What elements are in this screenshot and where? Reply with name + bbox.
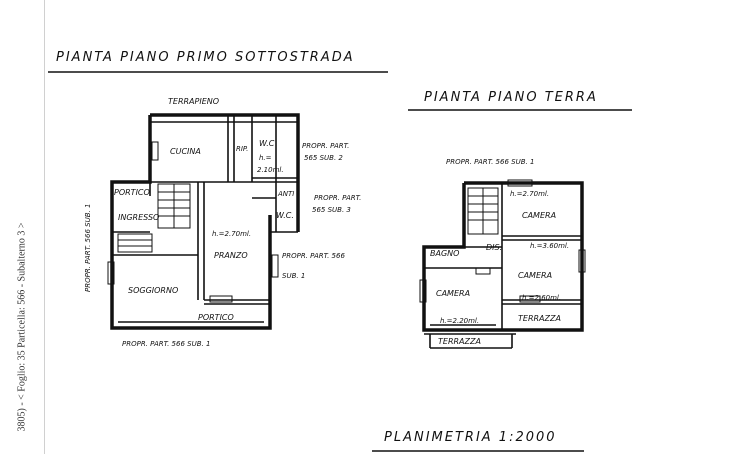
label-camera-right: CAMERA xyxy=(518,271,552,280)
label-wc-height: h.= xyxy=(259,154,272,162)
label-propr-top: PROPR. PART. 566 SUB. 1 xyxy=(446,158,534,166)
ground-plan-title: PIANTA PIANO TERRA xyxy=(424,90,598,105)
label-propr-left: PROPR. PART. 566 SUB. 1 xyxy=(84,204,92,292)
label-propr-right-1b: 565 SUB. 2 xyxy=(304,154,343,162)
label-wc-lower: W.C. xyxy=(276,211,294,220)
label-terrapieno: TERRAPIENO xyxy=(168,97,219,106)
ground-plan: PROPR. PART. 566 SUB. 1 h.=2.70ml. CAMER… xyxy=(419,158,586,349)
label-camera-left: CAMERA xyxy=(436,289,470,298)
label-wc-height-value: 2.10ml. xyxy=(257,166,284,174)
label-portico-bottom: PORTICO xyxy=(198,313,234,322)
label-terrazza-right: TERRAZZA xyxy=(518,314,561,323)
label-height-left: h.=2.20ml. xyxy=(440,317,479,325)
label-propr-bottom: PROPR. PART. 566 SUB. 1 xyxy=(122,340,210,348)
label-height-right: h.=2.60ml. xyxy=(522,294,561,302)
label-rip: RIP. xyxy=(236,145,248,153)
label-wc-upper: W.C xyxy=(259,139,275,148)
basement-plan: TERRAPIENO CUCINA RIP. W.C h.= 2.10ml. A… xyxy=(84,97,361,348)
basement-plan-title: PIANTA PIANO PRIMO SOTTOSTRADA xyxy=(56,50,355,65)
label-height-pranzo: h.=2.70ml. xyxy=(212,230,251,238)
label-pranzo: PRANZO xyxy=(214,251,248,260)
label-dis: DIS. xyxy=(486,243,502,252)
label-propr-right-3a: PROPR. PART. 566 xyxy=(282,252,345,260)
label-terrazza-bottom: TERRAZZA xyxy=(438,337,481,346)
label-propr-right-1a: PROPR. PART. xyxy=(302,142,349,150)
label-camera-upper: CAMERA xyxy=(522,211,556,220)
label-ingresso: INGRESSO xyxy=(118,213,159,222)
label-propr-right-2a: PROPR. PART. xyxy=(314,194,361,202)
label-propr-right-3b: SUB. 1 xyxy=(282,272,305,280)
label-propr-right-2b: 565 SUB. 3 xyxy=(312,206,351,214)
label-height-mid: h.=3.60ml. xyxy=(530,242,569,250)
label-soggiorno: SOGGIORNO xyxy=(128,286,178,295)
label-anti: ANTI xyxy=(277,190,294,198)
label-height-top: h.=2.70ml. xyxy=(510,190,549,198)
label-cucina: CUCINA xyxy=(170,147,201,156)
margin-strip: 3805) - < Foglio: 35 Particella: 566 - S… xyxy=(0,0,45,454)
planimetry-scale-title: PLANIMETRIA 1:2000 xyxy=(384,430,557,445)
label-portico-top: PORTICO xyxy=(114,188,150,197)
label-bagno: BAGNO xyxy=(430,249,459,258)
